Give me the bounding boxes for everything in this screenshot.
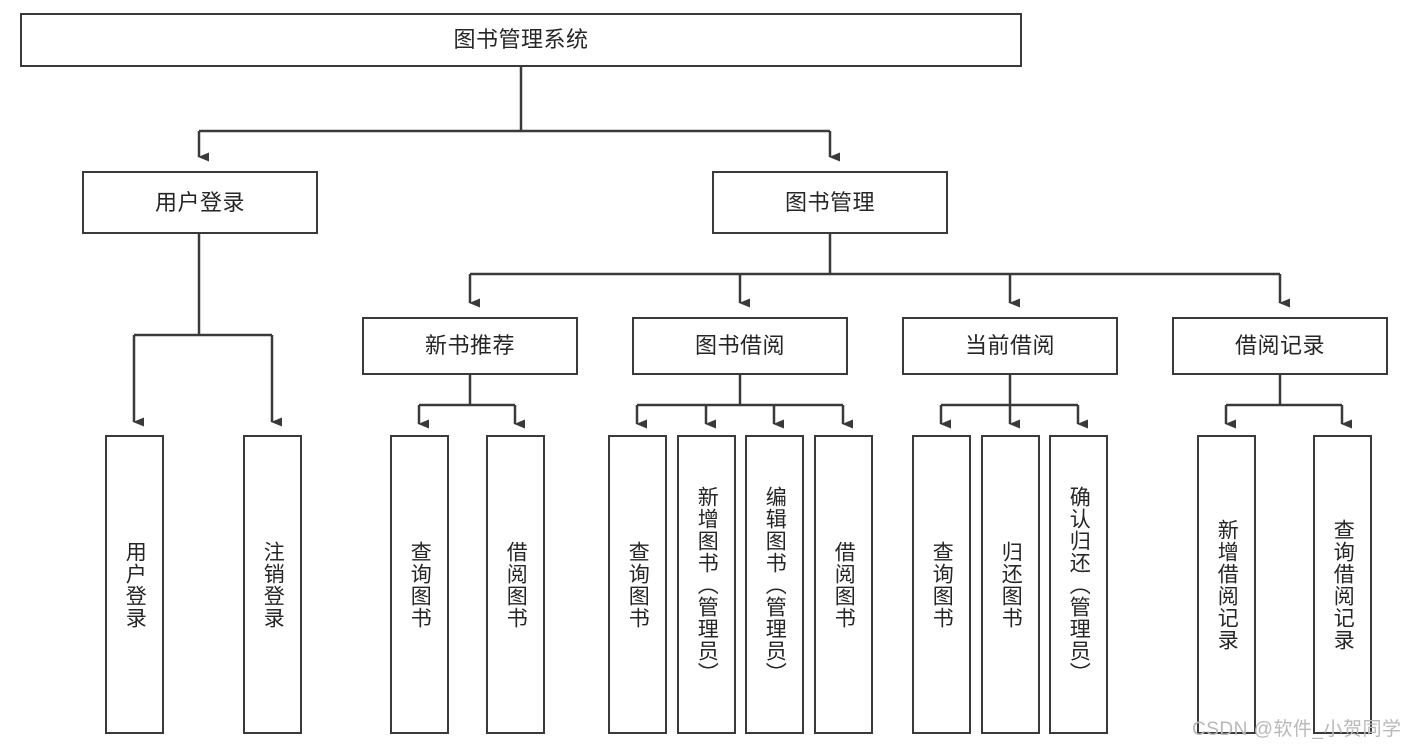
- node-leaf-return-book[interactable]: 归还图书: [981, 435, 1040, 734]
- node-leaf-user-login[interactable]: 用户登录: [105, 435, 164, 734]
- node-leaf-logout-label: 注销登录: [261, 540, 285, 629]
- node-leaf-return-book-label: 归还图书: [999, 540, 1023, 629]
- node-leaf-add-book-admin-label: 新增图书（管理员）: [695, 485, 719, 684]
- node-leaf-borrow-book-recommend-label: 借阅图书: [504, 540, 528, 629]
- node-leaf-confirm-return-admin-label: 确认归还（管理员）: [1067, 485, 1091, 684]
- node-new-book-recommend-label: 新书推荐: [424, 333, 515, 359]
- node-leaf-add-book-admin[interactable]: 新增图书（管理员）: [677, 435, 736, 734]
- node-leaf-logout[interactable]: 注销登录: [243, 435, 302, 734]
- node-user-login-label: 用户登录: [154, 189, 245, 215]
- node-book-borrow[interactable]: 图书借阅: [632, 317, 848, 375]
- node-leaf-query-book-borrow-label: 查询图书: [626, 540, 650, 629]
- node-leaf-borrow-book-recommend[interactable]: 借阅图书: [486, 435, 545, 734]
- node-leaf-edit-book-admin[interactable]: 编辑图书（管理员）: [745, 435, 804, 734]
- node-book-management-label: 图书管理: [784, 189, 875, 215]
- node-leaf-query-book-current[interactable]: 查询图书: [912, 435, 971, 734]
- node-leaf-query-book-recommend[interactable]: 查询图书: [390, 435, 449, 734]
- node-current-borrow[interactable]: 当前借阅: [902, 317, 1118, 375]
- node-root-label: 图书管理系统: [453, 27, 589, 53]
- node-leaf-confirm-return-admin[interactable]: 确认归还（管理员）: [1049, 435, 1108, 734]
- node-leaf-add-borrow-record[interactable]: 新增借阅记录: [1197, 435, 1256, 734]
- node-leaf-query-book-borrow[interactable]: 查询图书: [608, 435, 667, 734]
- node-root-book-management-system[interactable]: 图书管理系统: [20, 13, 1022, 67]
- node-leaf-query-book-current-label: 查询图书: [930, 540, 954, 629]
- node-book-borrow-label: 图书借阅: [694, 333, 785, 359]
- node-leaf-user-login-label: 用户登录: [123, 540, 147, 629]
- node-user-login[interactable]: 用户登录: [82, 171, 318, 234]
- node-borrow-record-label: 借阅记录: [1234, 333, 1325, 359]
- node-new-book-recommend[interactable]: 新书推荐: [362, 317, 578, 375]
- node-leaf-borrow-book[interactable]: 借阅图书: [814, 435, 873, 734]
- node-leaf-query-book-recommend-label: 查询图书: [408, 540, 432, 629]
- node-leaf-borrow-book-label: 借阅图书: [832, 540, 856, 629]
- node-leaf-edit-book-admin-label: 编辑图书（管理员）: [763, 485, 787, 684]
- node-borrow-record[interactable]: 借阅记录: [1172, 317, 1388, 375]
- node-leaf-query-borrow-record[interactable]: 查询借阅记录: [1313, 435, 1372, 734]
- csdn-watermark: CSDN @软件_小贺同学: [1192, 719, 1402, 740]
- node-leaf-add-borrow-record-label: 新增借阅记录: [1215, 518, 1239, 651]
- node-book-management[interactable]: 图书管理: [712, 171, 948, 234]
- node-leaf-query-borrow-record-label: 查询借阅记录: [1331, 518, 1355, 651]
- node-current-borrow-label: 当前借阅: [964, 333, 1055, 359]
